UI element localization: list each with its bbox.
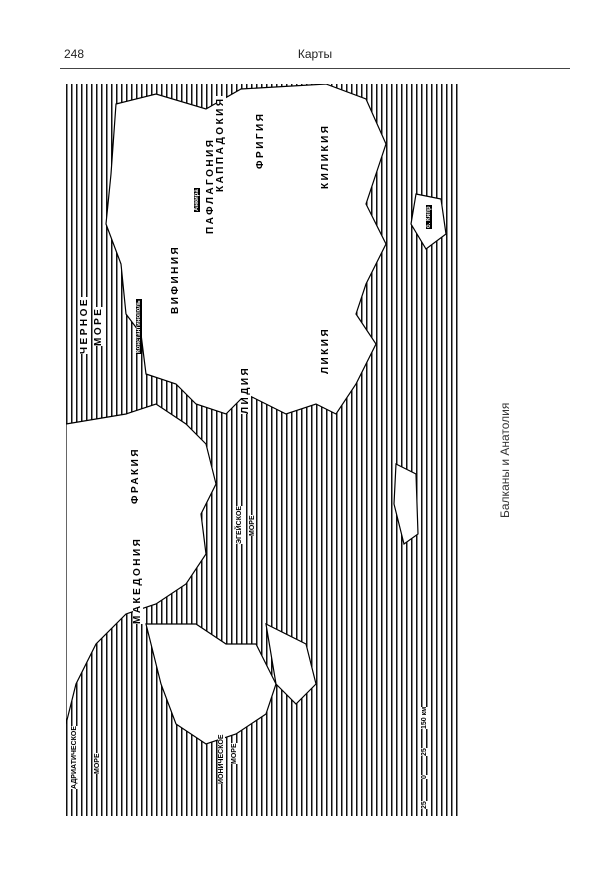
city-constantinople: Константинополь	[136, 299, 142, 354]
region-macedonia: МАКЕДОНИЯ	[132, 536, 143, 624]
region-cilicia: КИЛИКИЯ	[320, 123, 331, 189]
sea-label-ionian: ИОНИЧЕСКОЕ	[218, 734, 225, 784]
map-land	[66, 84, 447, 745]
land-peloponnese	[265, 622, 317, 705]
sea-label-adriatic-2: МОРЕ	[94, 753, 101, 774]
region-thrace: ФРАКИЯ	[130, 446, 141, 504]
region-lycia: ЛИКИЯ	[320, 326, 331, 374]
land-anatolia	[105, 84, 387, 415]
scale-tick-25a: 25	[421, 801, 428, 809]
map-caption: Балканы и Анатолия	[498, 402, 512, 518]
scale-tick-25b: 25	[421, 748, 428, 756]
region-bithynia: ВИФИНИЯ	[170, 244, 181, 314]
sea-label-aegean: ЭГЕЙСКОЕ	[236, 505, 243, 544]
sea-label-ionian-2: МОРЕ	[231, 743, 238, 764]
sea-label-black: ЧЕРНОЕ	[79, 296, 90, 354]
region-lydia: ЛИДИЯ	[240, 365, 251, 414]
sea-label-adriatic: АДРИАТИЧЕСКОЕ	[71, 725, 78, 789]
land-crete	[393, 463, 419, 546]
city-ankyra: Анкира	[194, 188, 200, 212]
region-cappadocia: КАППАДОКИЯ	[215, 96, 226, 192]
region-phrygia: ФРИГИЯ	[255, 111, 266, 169]
sea-label-black-2: МОРЕ	[93, 306, 104, 346]
page-number: 248	[64, 47, 85, 61]
sea-label-aegean-2: МОРЕ	[249, 515, 256, 536]
header-rule	[60, 68, 570, 69]
city-cyprus: о. Кипр	[426, 205, 432, 229]
land-greece	[145, 623, 277, 745]
scale-tick-150: 150 км	[421, 706, 428, 729]
map-balkans-anatolia: ЧЕРНОЕ МОРЕ ПАФЛАГОНИЯ КАППАДОКИЯ ФРИГИЯ…	[66, 84, 458, 816]
section-title: Карты	[297, 47, 333, 61]
scale-tick-0: 0	[421, 775, 428, 779]
